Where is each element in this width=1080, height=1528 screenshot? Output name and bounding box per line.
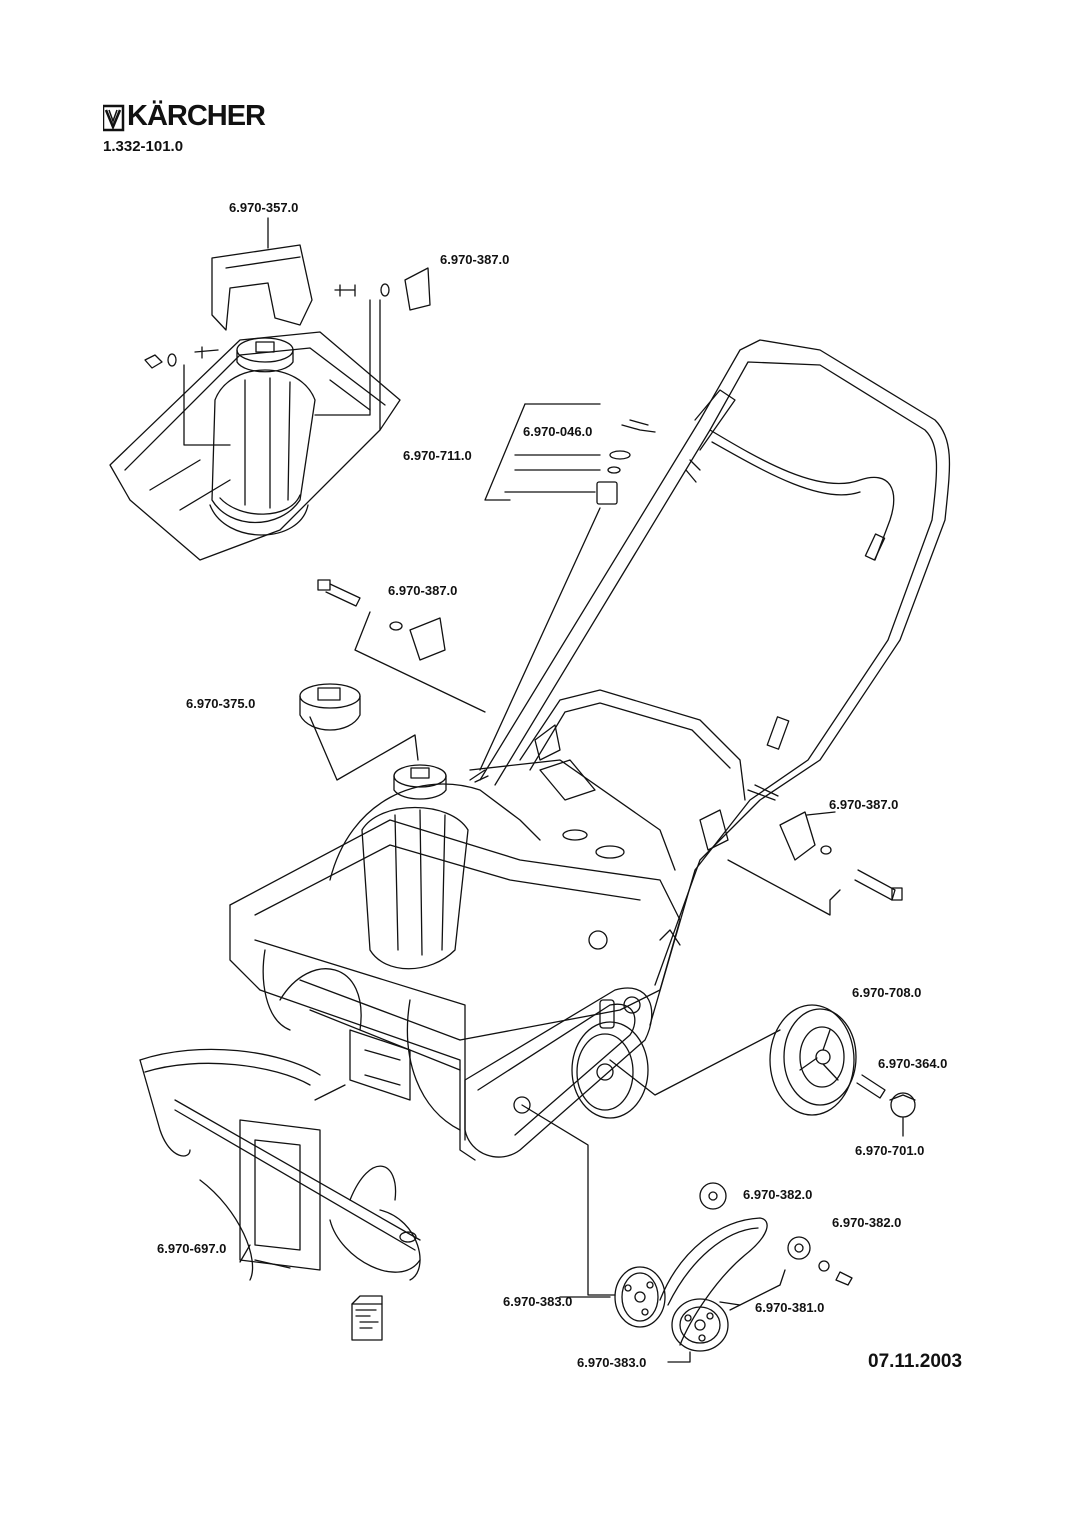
handle-drawing — [479, 339, 951, 1026]
part-label-381: 6.970-381.0 — [755, 1300, 825, 1315]
key-switch-drawing — [479, 403, 656, 771]
part-label-383-b: 6.970-383.0 — [577, 1355, 647, 1370]
model-number: 1.332-101.0 — [103, 138, 184, 155]
part-label-364: 6.970-364.0 — [878, 1056, 948, 1071]
part-label-708: 6.970-708.0 — [852, 985, 922, 1000]
right-shear-bolt-drawing — [727, 811, 903, 916]
document-date: 07.11.2003 — [868, 1351, 963, 1372]
brand-name: KÄRCHER — [127, 100, 266, 132]
part-label-382-b: 6.970-382.0 — [832, 1215, 902, 1230]
part-label-357: 6.970-357.0 — [229, 200, 299, 215]
snowthrower-body-drawing — [229, 759, 681, 1161]
part-label-375: 6.970-375.0 — [186, 696, 256, 711]
part-label-383-a: 6.970-383.0 — [503, 1294, 573, 1309]
part-label-701: 6.970-701.0 — [855, 1143, 925, 1158]
part-label-387-mid: 6.970-387.0 — [388, 583, 458, 598]
chute-inset-drawing — [109, 217, 431, 561]
part-label-382-a: 6.970-382.0 — [743, 1187, 813, 1202]
part-label-697: 6.970-697.0 — [157, 1241, 227, 1256]
shear-bolt-drawing — [317, 579, 486, 713]
belt-pulley-drawing — [521, 1104, 853, 1363]
part-label-711: 6.970-711.0 — [403, 448, 472, 463]
part-label-387-top: 6.970-387.0 — [440, 252, 510, 267]
fuel-cap-drawing — [299, 683, 419, 781]
part-label-387-right: 6.970-387.0 — [829, 797, 899, 812]
karcher-logo-icon — [103, 104, 125, 132]
right-wheel-drawing — [609, 1004, 916, 1137]
auger-drawing — [139, 1048, 421, 1281]
part-label-046: 6.970-046.0 — [523, 424, 593, 439]
document-icon — [351, 1295, 383, 1341]
